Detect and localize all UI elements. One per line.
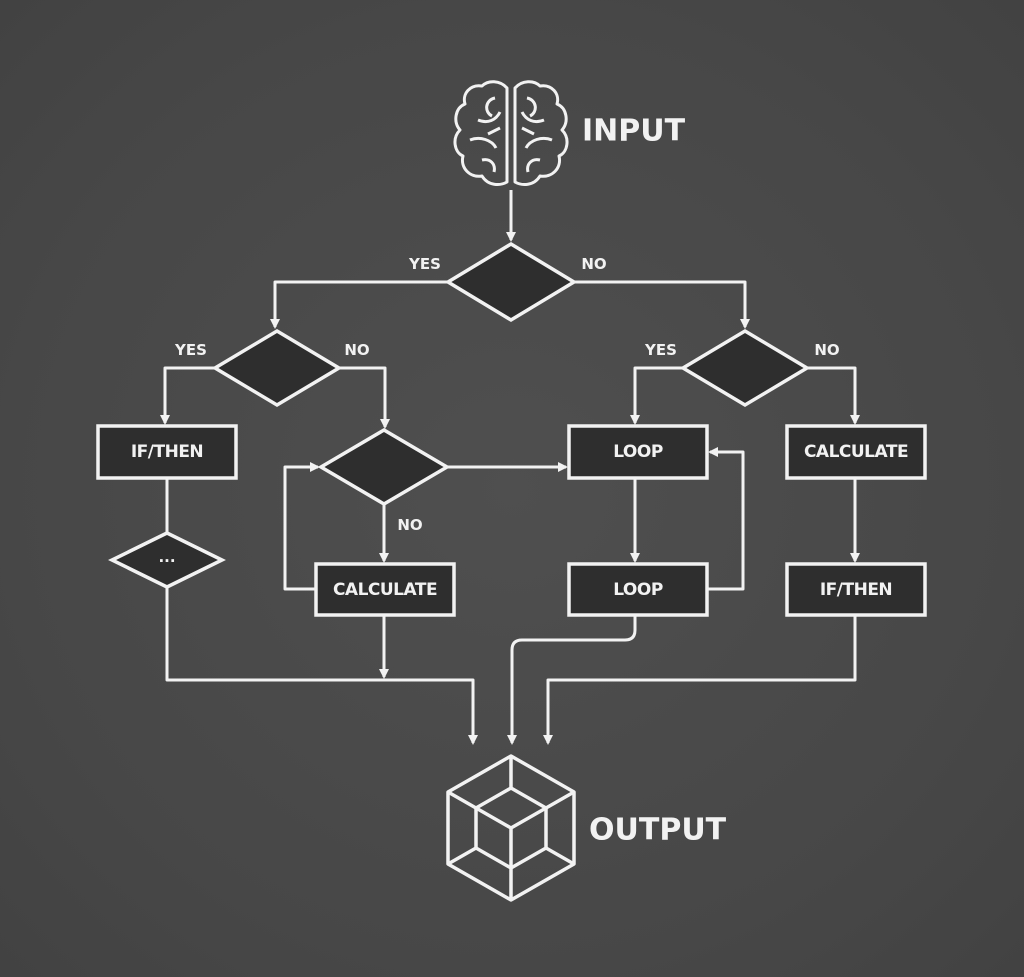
box-label: IF/THEN (820, 580, 892, 600)
decision-diamond-root (444, 241, 578, 323)
box-label: LOOP (613, 442, 663, 462)
yes-label: YES (408, 255, 441, 273)
ellipsis-label: ... (158, 548, 175, 566)
yes-label: YES (174, 341, 207, 359)
brain-icon (453, 80, 569, 186)
output-title: OUTPUT (589, 813, 727, 848)
yes-label: YES (644, 341, 677, 359)
process-box-if-then-right: IF/THEN (785, 562, 927, 617)
cube-icon (446, 754, 576, 902)
process-box-calculate-right: CALCULATE (785, 424, 927, 480)
box-label: LOOP (613, 580, 663, 600)
box-label: CALCULATE (333, 580, 437, 600)
input-title: INPUT (582, 114, 686, 149)
decision-diamond-right (679, 328, 811, 408)
no-label: NO (344, 341, 369, 359)
process-box-calculate-mid: CALCULATE (314, 562, 456, 617)
decision-diamond-ellipsis (108, 531, 226, 589)
decision-diamond-left (211, 328, 343, 408)
decision-diamond-middle (317, 427, 451, 507)
connectors (160, 190, 860, 745)
box-label: CALCULATE (804, 442, 908, 462)
no-label: NO (581, 255, 606, 273)
no-label: NO (814, 341, 839, 359)
box-label: IF/THEN (131, 442, 203, 462)
process-box-loop-top: LOOP (567, 424, 709, 480)
no-label: NO (397, 516, 422, 534)
process-box-loop-bottom: LOOP (567, 562, 709, 617)
process-box-if-then-left: IF/THEN (96, 424, 238, 480)
